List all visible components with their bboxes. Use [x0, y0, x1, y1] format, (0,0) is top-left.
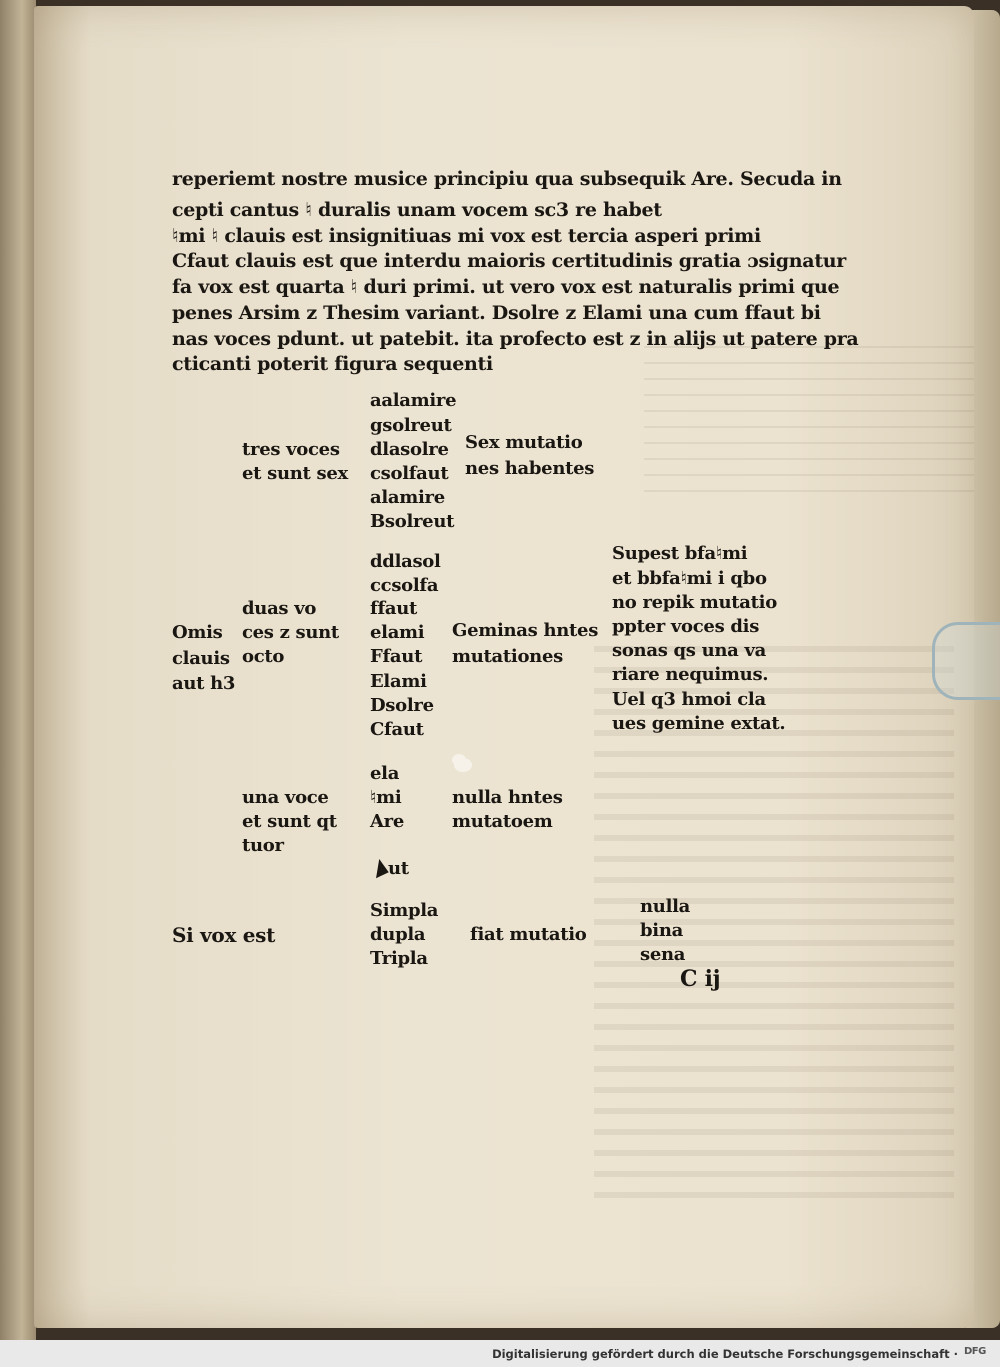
omnis-clauis-label: aut h3 — [172, 673, 236, 694]
book-page — [34, 6, 974, 1328]
bleed-through-text — [594, 646, 954, 1206]
unam-vocem-label: et sunt qt — [242, 811, 337, 832]
sex-mutationes-label: Sex mutatio — [465, 432, 583, 453]
unam-vocem-label: tuor — [242, 835, 284, 856]
simpla-label: Simpla — [370, 900, 439, 921]
key-label: Cfaut — [370, 719, 424, 740]
nulla-label: sena — [640, 944, 686, 965]
tres-voces-label: et sunt sex — [242, 463, 348, 484]
omnis-clauis-label: Omis — [172, 622, 223, 643]
note-line: no repik mutatio — [612, 592, 777, 613]
key-label: dlasolre — [370, 439, 449, 460]
simpla-label: dupla — [370, 924, 426, 945]
bleed-through-staff — [644, 346, 974, 496]
unam-vocem-label: una voce — [242, 787, 329, 808]
key-label: ela — [370, 763, 400, 784]
key-label: ccsolfa — [370, 575, 439, 596]
note-line: et bbfa♮mi i qbo — [612, 568, 767, 589]
key-label: Dsolre — [370, 695, 434, 716]
geminas-label: Geminas hntes — [452, 620, 599, 641]
key-label: ddlasol — [370, 551, 441, 572]
text-line: ♮mi ♮ clauis est insignitiuas mi vox est… — [172, 225, 761, 247]
key-label: gsolreut — [370, 415, 452, 436]
key-label: Ffaut — [370, 646, 423, 667]
duas-voces-label: ces z sunt — [242, 622, 339, 643]
footer-credit: Digitalisierung gefördert durch die Deut… — [492, 1347, 958, 1361]
text-line: Cfaut clauis est que interdu maioris cer… — [172, 250, 847, 272]
key-label: Bsolreut — [370, 511, 455, 532]
note-line: sonas qs una va — [612, 640, 767, 661]
text-line: fa vox est quarta ♮ duri primi. ut vero … — [172, 276, 840, 298]
fiat-mutatio-label: fiat mutatio — [470, 924, 587, 945]
duas-voces-label: octo — [242, 646, 285, 667]
note-line: Supest bfa♮mi — [612, 543, 748, 564]
omnis-clauis-label: clauis — [172, 648, 230, 669]
geminas-label: mutationes — [452, 646, 563, 667]
note-line: ppter voces dis — [612, 616, 760, 637]
nulla-label: bina — [640, 920, 683, 941]
si-vox-label: Si vox est — [172, 923, 276, 947]
tres-voces-label: tres voces — [242, 439, 340, 460]
key-label: ♮mi — [370, 787, 402, 808]
key-label: alamire — [370, 487, 445, 508]
sex-mutationes-label: nes habentes — [465, 458, 595, 479]
key-label: ffaut — [370, 598, 418, 619]
dfg-logo-icon: DFG — [964, 1346, 986, 1357]
signature-mark: C ij — [680, 966, 721, 992]
footer-bar: Digitalisierung gefördert durch die Deut… — [0, 1340, 1000, 1367]
text-line: reperiemt nostre musice principiu qua su… — [172, 168, 842, 190]
note-line: ues gemine extat. — [612, 713, 786, 734]
key-label: Are — [370, 811, 405, 832]
nulla-label: nulla — [640, 896, 691, 917]
simpla-label: Tripla — [370, 948, 428, 969]
nullam-label: nulla hntes — [452, 787, 563, 808]
key-label: elami — [370, 622, 425, 643]
facing-page-edge — [0, 0, 36, 1340]
key-label: Elami — [370, 671, 427, 692]
page-clip — [932, 622, 1000, 700]
note-line: riare nequimus. — [612, 664, 769, 685]
key-label: csolfaut — [370, 463, 449, 484]
text-line: nas voces pdunt. ut patebit. ita profect… — [172, 328, 859, 350]
key-label: aalamire — [370, 390, 457, 411]
ut-label: ut — [388, 858, 409, 879]
paper-hole — [454, 758, 472, 772]
duas-voces-label: duas vo — [242, 598, 317, 619]
text-line: cepti cantus ♮ duralis unam vocem sc3 re… — [172, 199, 662, 221]
text-line: cticanti poterit figura sequenti — [172, 353, 493, 375]
nullam-label: mutatoem — [452, 811, 553, 832]
text-line: penes Arsim z Thesim variant. Dsolre z E… — [172, 302, 821, 324]
note-line: Uel q3 hmoi cla — [612, 689, 766, 710]
